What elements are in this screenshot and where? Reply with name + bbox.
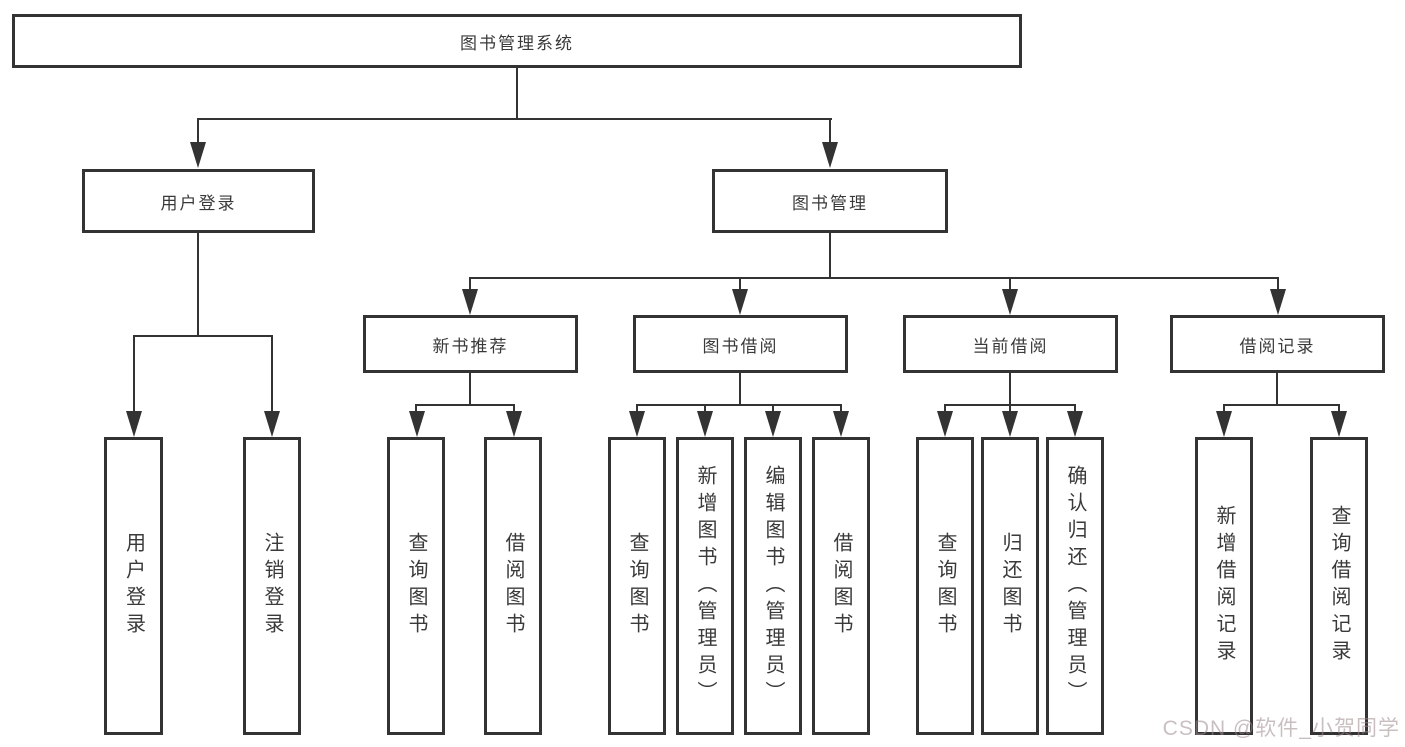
arrow-down-icon (409, 411, 425, 437)
connector-line (271, 335, 273, 413)
node-label: 借阅记录 (1239, 336, 1316, 356)
connector-line (197, 118, 199, 146)
leaf-label: 用户登录 (122, 532, 145, 640)
node-label: 用户登录 (160, 193, 237, 213)
arrow-down-icon (126, 411, 142, 437)
leaf-label: 确认归还（管理员） (1064, 464, 1086, 708)
arrow-down-icon (1331, 411, 1347, 437)
connector-line (1338, 404, 1340, 414)
leaf-user-login: 用户登录 (104, 437, 163, 735)
leaf-label: 查询图书 (405, 532, 427, 640)
node-root-book-management-system: 图书管理系统 (12, 14, 1022, 68)
connector-line (469, 277, 471, 293)
arrow-down-icon (629, 411, 645, 437)
leaf-return-books: 归还图书 (981, 437, 1039, 735)
leaf-label: 编辑图书（管理员） (762, 464, 784, 708)
connector-line (1276, 373, 1278, 406)
connector-line (704, 404, 706, 414)
connector-line (772, 404, 774, 414)
arrow-down-icon (833, 411, 849, 437)
connector-line (636, 404, 842, 406)
connector-line (1223, 404, 1339, 406)
node-book-management: 图书管理 (712, 169, 948, 233)
connector-line (739, 373, 741, 406)
node-user-login: 用户登录 (82, 169, 315, 233)
connector-line (415, 404, 515, 406)
leaf-add-books-admin: 新增图书（管理员） (676, 437, 734, 735)
node-label: 图书管理 (792, 193, 868, 213)
leaf-borrow-books-recommend: 借阅图书 (484, 437, 542, 735)
connector-line (1009, 277, 1011, 293)
leaf-label: 新增图书（管理员） (694, 464, 716, 708)
connector-line (133, 335, 273, 337)
connector-line (739, 277, 741, 293)
leaf-label: 新增借阅记录 (1213, 505, 1235, 667)
arrow-down-icon (1002, 289, 1018, 315)
arrow-down-icon (732, 289, 748, 315)
node-label: 图书借阅 (702, 336, 779, 356)
leaf-query-books-recommend: 查询图书 (387, 437, 445, 735)
connector-line (133, 335, 135, 413)
arrow-down-icon (1216, 411, 1232, 437)
node-borrow-record: 借阅记录 (1170, 315, 1385, 373)
leaf-label: 查询图书 (934, 532, 956, 640)
connector-line (840, 404, 842, 414)
arrow-down-icon (1270, 289, 1286, 315)
leaf-confirm-return-admin: 确认归还（管理员） (1046, 437, 1104, 735)
leaf-label: 借阅图书 (830, 532, 852, 640)
connector-line (513, 404, 515, 414)
connector-line (415, 404, 417, 414)
connector-line (829, 118, 831, 146)
node-book-borrow: 图书借阅 (633, 315, 848, 373)
arrow-down-icon (937, 411, 953, 437)
connector-line (469, 373, 471, 406)
connector-line (944, 404, 946, 414)
csdn-watermark: CSDN @软件_小贺同学 (1162, 717, 1400, 740)
leaf-label: 查询借阅记录 (1328, 505, 1350, 667)
leaf-query-books-borrow: 查询图书 (608, 437, 666, 735)
node-label: 当前借阅 (972, 336, 1049, 356)
leaf-label: 查询图书 (626, 532, 648, 640)
connector-line (469, 277, 1279, 279)
node-label: 新书推荐 (432, 336, 509, 356)
connector-line (1223, 404, 1225, 414)
connector-line (636, 404, 638, 414)
leaf-borrow-books: 借阅图书 (812, 437, 870, 735)
arrow-down-icon (506, 411, 522, 437)
arrow-down-icon (264, 411, 280, 437)
arrow-down-icon (462, 289, 478, 315)
leaf-label: 归还图书 (999, 532, 1021, 640)
connector-line (516, 68, 518, 120)
leaf-query-borrow-record: 查询借阅记录 (1310, 437, 1368, 735)
leaf-label: 注销登录 (261, 532, 283, 640)
connector-line (1009, 373, 1011, 406)
connector-line (1277, 277, 1279, 293)
arrow-down-icon (190, 142, 206, 168)
node-label: 图书管理系统 (460, 33, 574, 53)
arrow-down-icon (697, 411, 713, 437)
connector-line (1074, 404, 1076, 414)
node-current-borrow: 当前借阅 (903, 315, 1118, 373)
leaf-query-books-current: 查询图书 (916, 437, 974, 735)
arrow-down-icon (1067, 411, 1083, 437)
leaf-add-borrow-record: 新增借阅记录 (1195, 437, 1253, 735)
arrow-down-icon (1002, 411, 1018, 437)
connector-line (197, 118, 832, 120)
arrow-down-icon (765, 411, 781, 437)
leaf-edit-books-admin: 编辑图书（管理员） (744, 437, 802, 735)
leaf-label: 借阅图书 (502, 532, 524, 640)
connector-line (197, 233, 199, 337)
leaf-logout: 注销登录 (243, 437, 301, 735)
arrow-down-icon (822, 142, 838, 168)
connector-line (1009, 404, 1011, 414)
connector-line (829, 233, 831, 279)
node-new-book-recommend: 新书推荐 (363, 315, 578, 373)
